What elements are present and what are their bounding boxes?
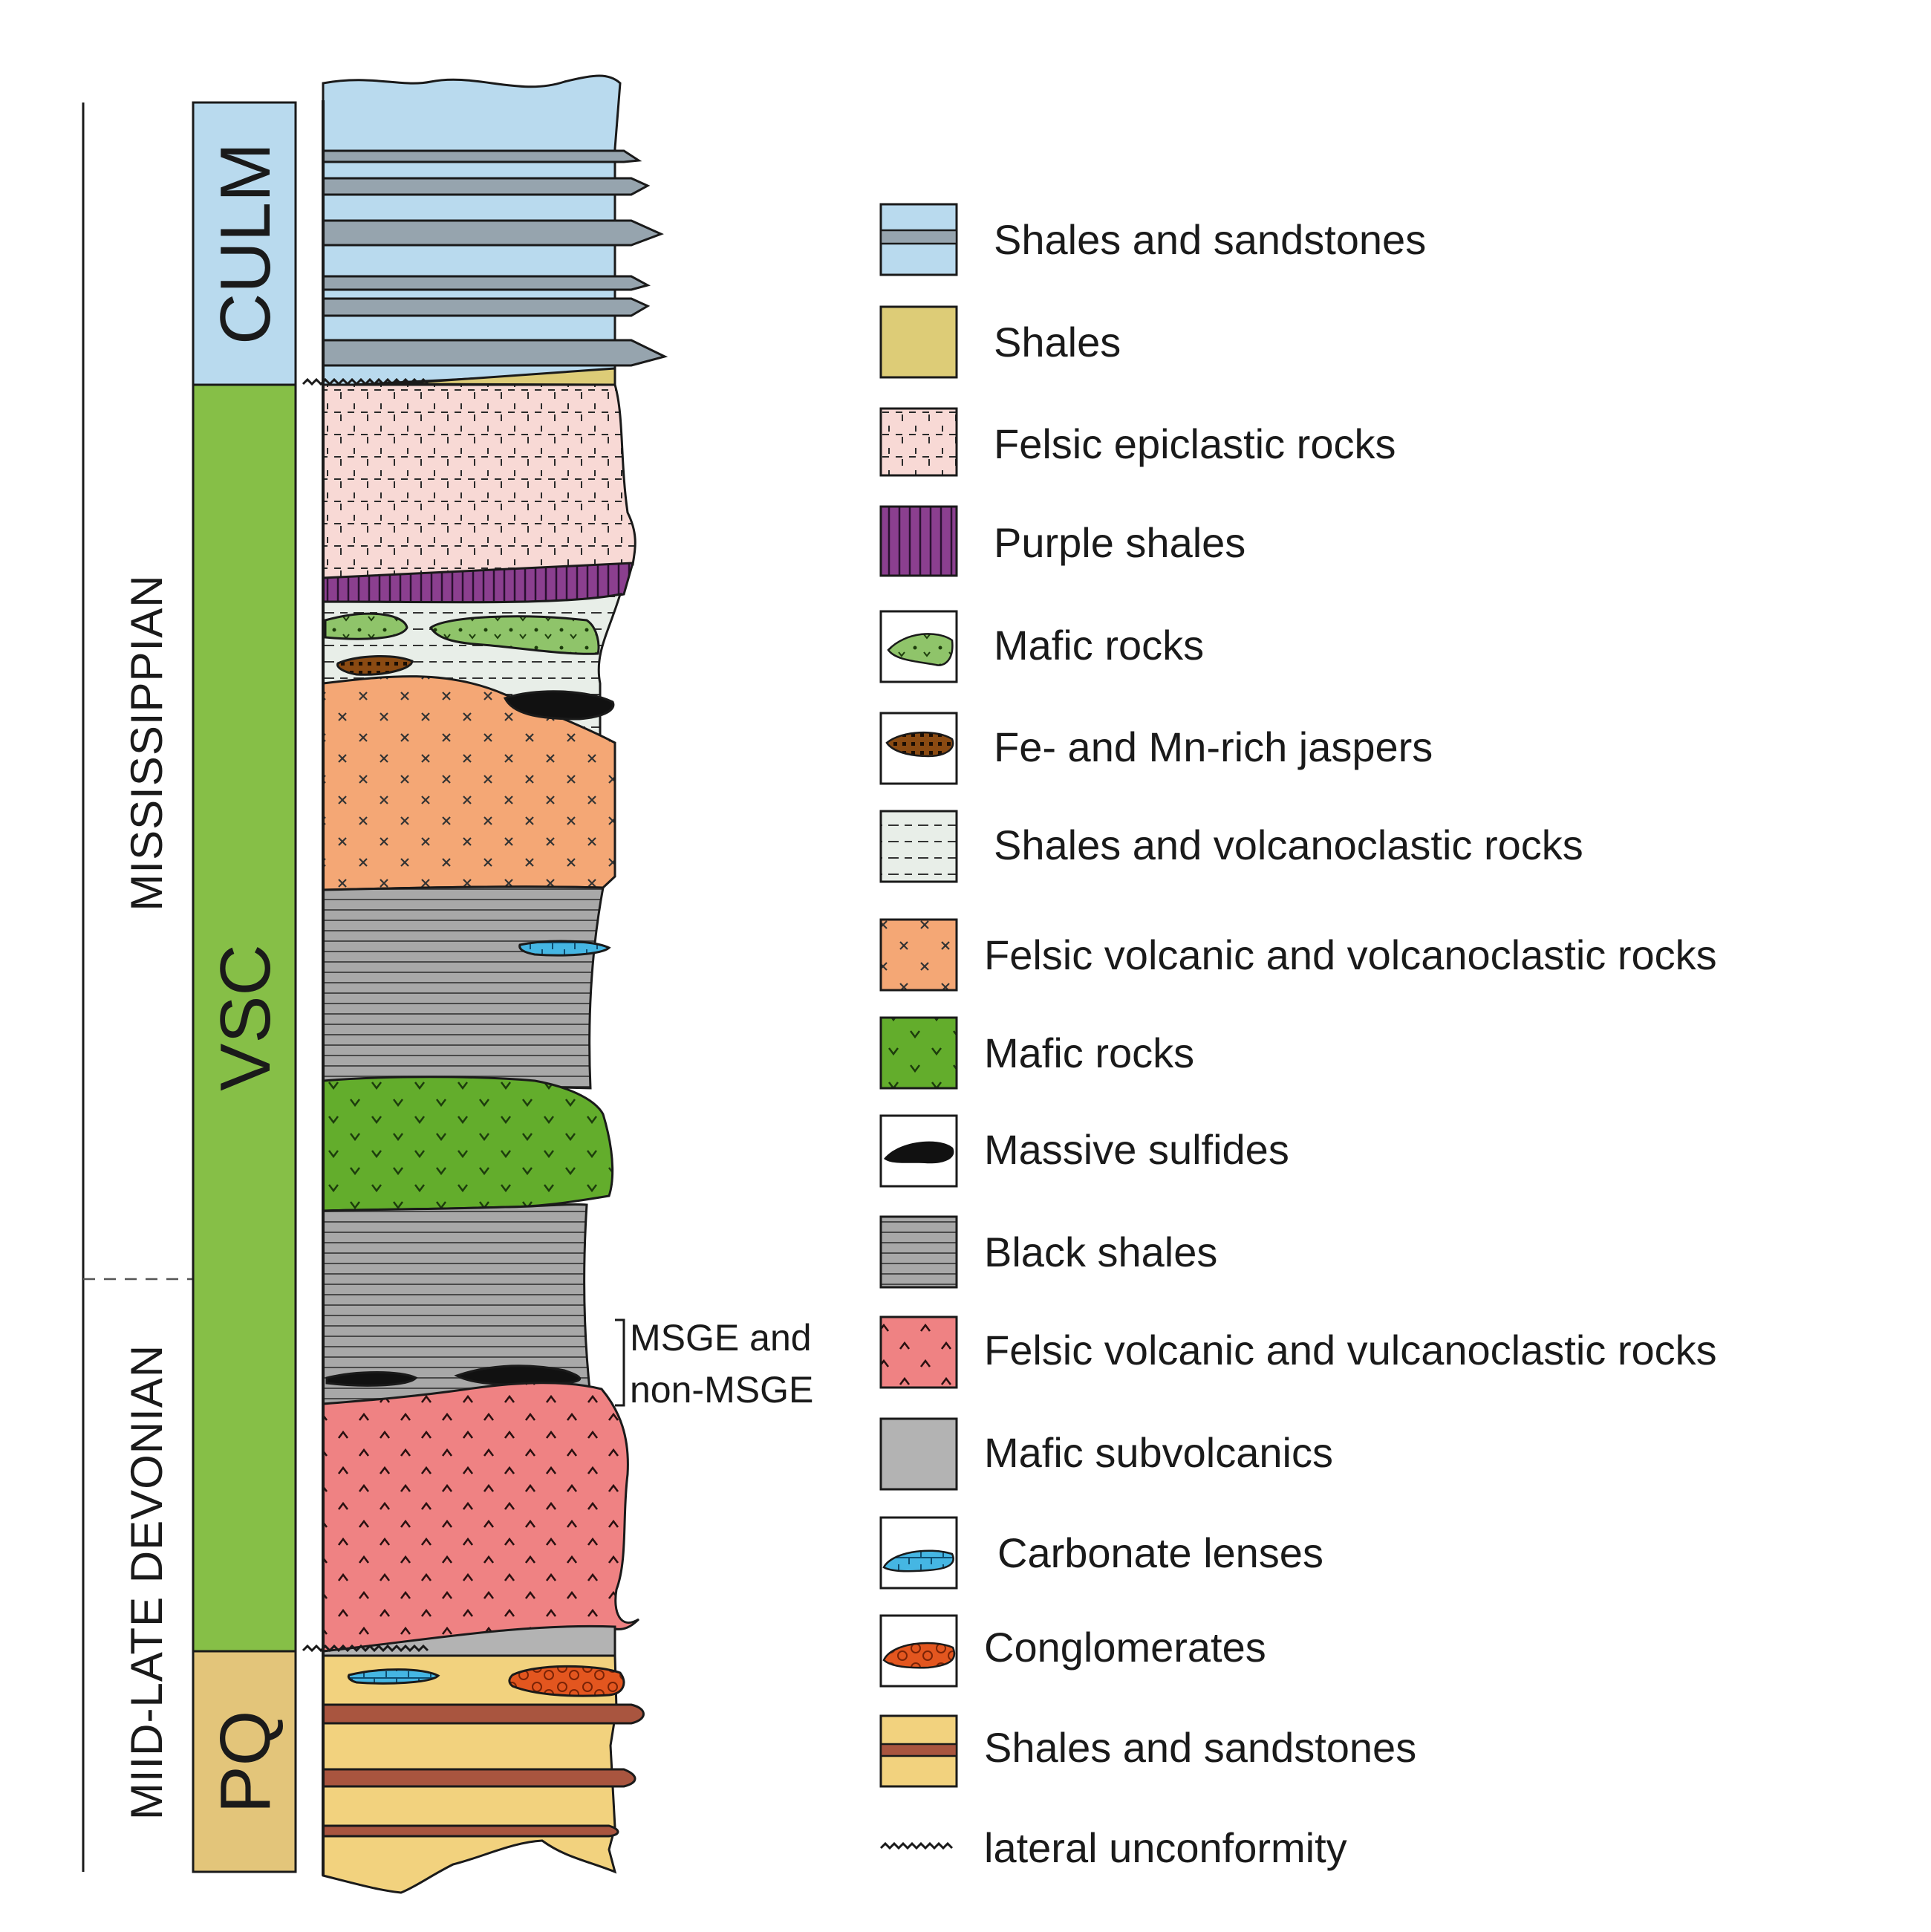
red-lens-icon — [879, 1614, 958, 1688]
legend-label: Fe- and Mn-rich jaspers — [994, 723, 1433, 770]
lens-carbonate-2 — [347, 1668, 440, 1685]
age-label-mississippian: MISSISSIPPIAN — [122, 574, 172, 911]
legend-item-carbonate-lenses: Carbonate lenses — [879, 1516, 1323, 1590]
legend-label: Shales and volcanoclastic rocks — [994, 822, 1583, 868]
blue-lens-icon — [879, 1516, 958, 1590]
msge-annotation-line2: non-MSGE — [630, 1369, 813, 1411]
lens-carbonate-1 — [518, 940, 611, 957]
green-lens-icon — [879, 610, 958, 683]
legend-item-shales-sandstones-culm: Shales and sandstones — [879, 203, 1426, 276]
lens-jasper — [336, 655, 414, 676]
lens-conglomerate — [508, 1665, 625, 1697]
layer-mafic-rocks — [322, 1076, 614, 1212]
brown-lens-icon — [879, 712, 958, 785]
layer-felsic-epiclastic — [322, 383, 636, 581]
v-pattern-icon — [879, 1016, 958, 1090]
legend-item-massive-sulfides: Massive sulfides — [879, 1114, 1289, 1188]
unit-label-culm: CULM — [206, 143, 285, 345]
msge-bracket — [615, 1318, 625, 1407]
legend-label: Felsic volcanic and vulcanoclastic rocks — [984, 1327, 1717, 1373]
layer-felsic-vulcanoclastic — [322, 1382, 640, 1653]
pq-sandstone-beds — [322, 1703, 645, 1838]
legend-label: lateral unconformity — [984, 1824, 1347, 1871]
legend-label: Shales — [994, 319, 1121, 365]
legend-label: Mafic rocks — [984, 1030, 1194, 1076]
legend-label: Purple shales — [994, 519, 1245, 566]
legend-item-jaspers: Fe- and Mn-rich jaspers — [879, 712, 1433, 785]
legend-item-mafic-subvolcanics: Mafic subvolcanics — [879, 1417, 1333, 1491]
legend-item-shales: Shales — [879, 305, 1121, 379]
legend-label: Felsic volcanic and volcanoclastic rocks — [984, 931, 1717, 978]
vertical-lines-icon — [879, 505, 958, 577]
lens-massive-sulfide-3 — [454, 1365, 582, 1386]
legend-label: Carbonate lenses — [997, 1529, 1323, 1576]
legend-item-purple-shales: Purple shales — [879, 505, 1245, 577]
caret-pattern-icon — [879, 1315, 958, 1389]
legend-item-black-shales: Black shales — [879, 1215, 1217, 1289]
dash-pattern-icon — [879, 407, 958, 477]
legend-item-mafic-rocks-lens: Mafic rocks — [879, 610, 1204, 683]
lens-massive-sulfide-2 — [325, 1371, 418, 1387]
unit-label-vsc: VSC — [206, 944, 285, 1090]
layer-black-shales-upper — [322, 885, 605, 1090]
age-column: MISSISSIPPIAN MIID-LATE DEVONIAN — [82, 103, 193, 1872]
lens-massive-sulfide-1 — [503, 690, 615, 721]
banded-box-icon — [879, 1714, 958, 1788]
legend: Shales and sandstones Shales Felsic epic… — [879, 203, 1717, 1871]
legend-label: Mafic subvolcanics — [984, 1429, 1333, 1476]
lens-mafic-rocks-2 — [429, 615, 600, 655]
banded-box-icon — [879, 203, 958, 276]
legend-item-shales-volcanoclastic: Shales and volcanoclastic rocks — [879, 810, 1583, 883]
legend-item-felsic-volcanic: Felsic volcanic and volcanoclastic rocks — [879, 918, 1717, 992]
unconformity-upper — [302, 377, 429, 386]
lens-mafic-rocks-1 — [324, 612, 408, 640]
legend-label: Conglomerates — [984, 1624, 1266, 1671]
legend-label: Shales and sandstones — [984, 1724, 1416, 1771]
dashed-lines-icon — [879, 810, 958, 883]
msge-annotation-line1: MSGE and — [630, 1317, 812, 1359]
legend-label: Massive sulfides — [984, 1126, 1289, 1173]
age-label-devonian: MIID-LATE DEVONIAN — [122, 1344, 172, 1820]
legend-label: Shales and sandstones — [994, 216, 1426, 263]
legend-label: Felsic epiclastic rocks — [994, 420, 1396, 467]
horizontal-lines-icon — [879, 1215, 958, 1289]
unit-block-vsc — [192, 383, 297, 1653]
legend-item-lateral-unconformity: lateral unconformity — [879, 1824, 1347, 1871]
unit-column: CULM VSC PQ — [192, 101, 297, 1873]
layer-mafic-subvolcanics — [322, 1624, 616, 1658]
wavy-line-icon — [879, 1841, 954, 1850]
msge-annotation: MSGE and non-MSGE — [615, 1317, 813, 1411]
unit-label-pq: PQ — [206, 1711, 285, 1814]
culm-sandstone-beds — [322, 149, 668, 367]
legend-item-conglomerates: Conglomerates — [879, 1614, 1266, 1688]
cross-pattern-icon — [879, 918, 958, 992]
legend-item-felsic-epiclastic: Felsic epiclastic rocks — [879, 407, 1396, 477]
legend-item-felsic-vulcanoclastic: Felsic volcanic and vulcanoclastic rocks — [879, 1315, 1717, 1389]
legend-item-mafic-rocks: Mafic rocks — [879, 1016, 1194, 1090]
filled-box-icon — [879, 305, 958, 379]
unit-block-pq — [192, 1650, 297, 1873]
black-lens-icon — [879, 1114, 958, 1188]
legend-label: Mafic rocks — [994, 622, 1204, 669]
stratigraphic-column — [322, 74, 668, 1894]
legend-label: Black shales — [984, 1229, 1217, 1275]
unconformity-lower — [302, 1644, 429, 1653]
legend-item-shales-sandstones-pq: Shales and sandstones — [879, 1714, 1416, 1788]
grey-box-icon — [879, 1417, 958, 1491]
